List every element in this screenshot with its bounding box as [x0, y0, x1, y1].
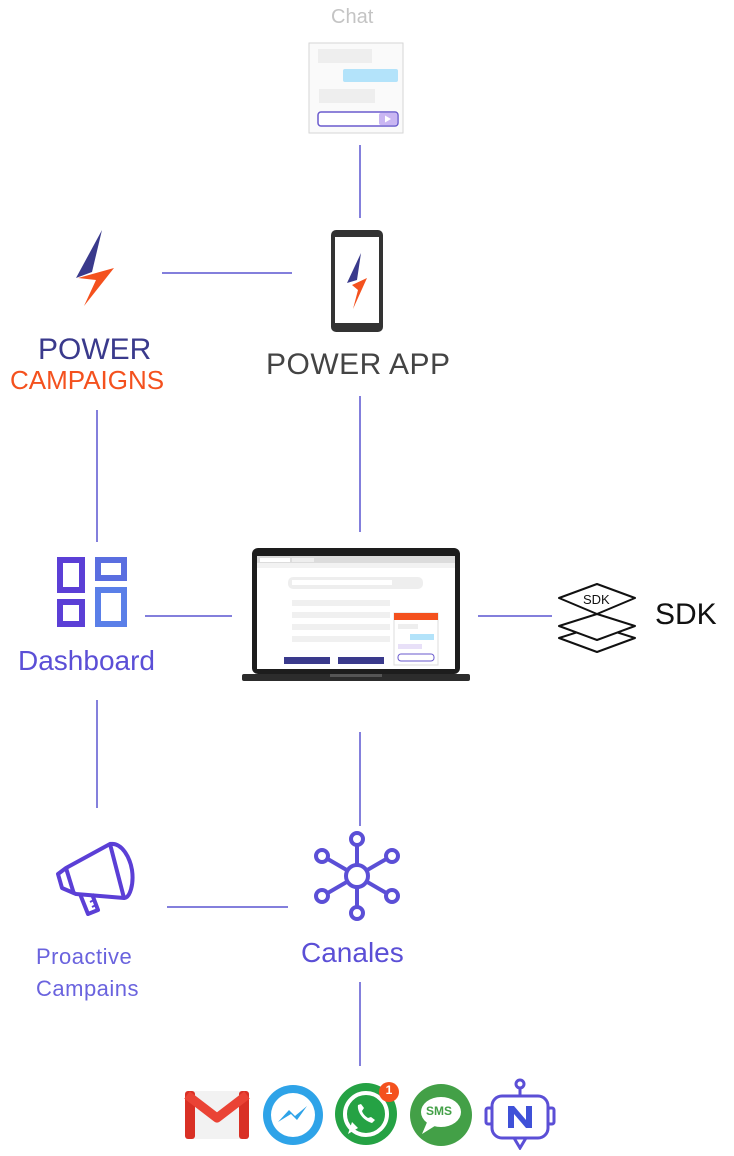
- dashboard-label: Dashboard: [18, 645, 155, 676]
- dashboard-grid-icon: [57, 557, 127, 627]
- canales-label: Canales: [301, 937, 404, 968]
- chat-window-icon: [308, 42, 404, 134]
- proactive-label-top: Proactive: [36, 944, 133, 969]
- laptop-icon: [242, 548, 470, 681]
- sdk-label: SDK: [655, 598, 717, 631]
- network-hub-icon: [314, 831, 400, 921]
- sms-icon-text: SMS: [426, 1104, 453, 1118]
- lightning-bolt-icon: [76, 230, 114, 306]
- gmail-icon: [184, 1091, 250, 1139]
- whatsapp-icon: [335, 1082, 399, 1145]
- n-bot-icon: [484, 1078, 556, 1150]
- power-app-label: POWER APP: [266, 348, 451, 381]
- chat-label: Chat: [331, 6, 374, 28]
- smartphone-icon: [331, 230, 383, 332]
- megaphone-icon: [56, 841, 135, 916]
- proactive-label-bottom: Campains: [36, 976, 140, 1001]
- sdk-layers-icon: [558, 583, 636, 653]
- sms-icon: [410, 1084, 472, 1146]
- sdk-icon-text: SDK: [583, 592, 610, 607]
- whatsapp-badge: 1: [385, 1083, 393, 1097]
- power-campaigns-label-top: POWER: [38, 333, 152, 366]
- power-campaigns-label-bottom: CAMPAIGNS: [10, 365, 165, 395]
- messenger-icon: [263, 1085, 323, 1145]
